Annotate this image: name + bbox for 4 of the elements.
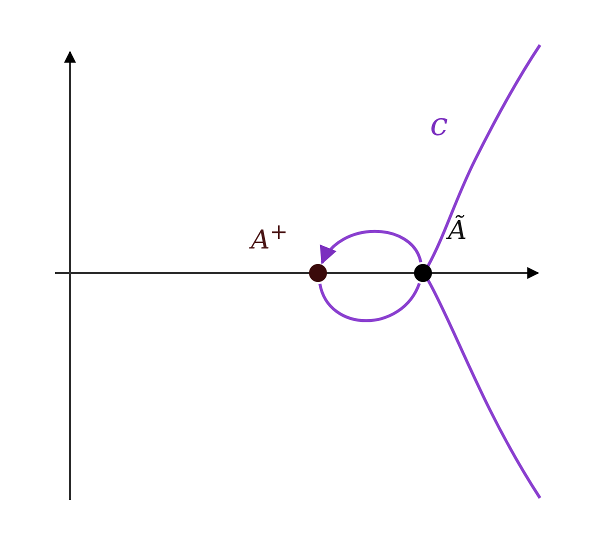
curve-arc [320,230,422,264]
point-label: A$^{+}$ [251,222,288,254]
curve-label: c [430,108,448,140]
curve-arc [318,282,421,322]
